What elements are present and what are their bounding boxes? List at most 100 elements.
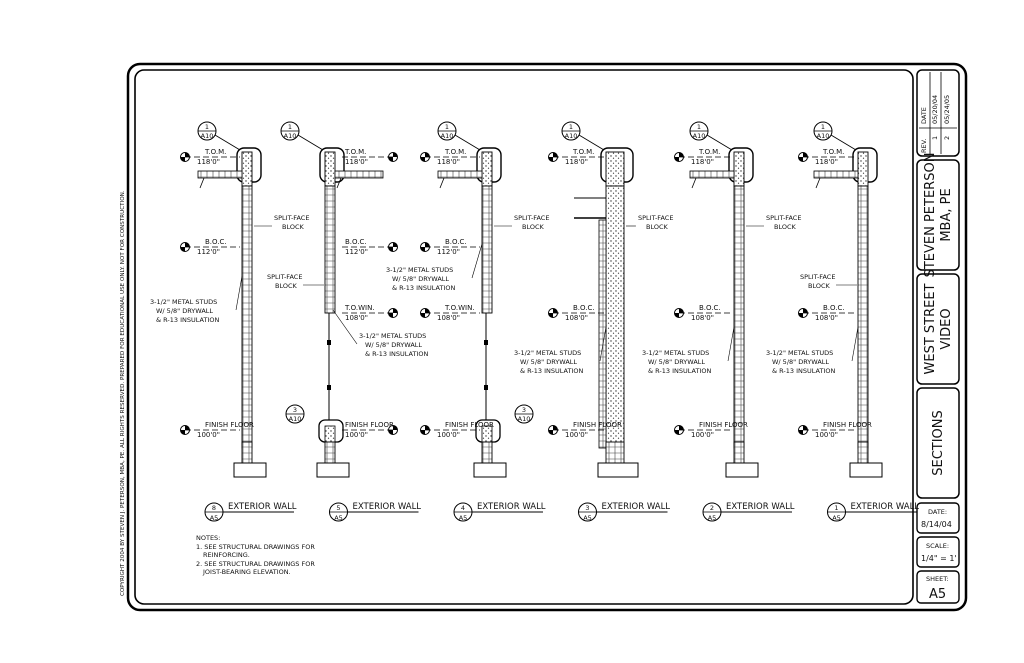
rev-2: 2 [943,136,951,140]
detail-bubble-top-sheet: A10 [441,132,454,140]
sheet-box [916,570,960,604]
bottom-of-canopy-label: B.O.C. [699,304,721,312]
joist-hanger [439,177,445,189]
detail-bubble-top-sheet: A10 [284,132,297,140]
metal-studs-note-3: & R-13 INSULATION [392,284,455,292]
designer-credentials: MBA, PE [939,188,954,241]
bottom-of-canopy-label: B.O.C. [573,304,595,312]
bottom-of-canopy-label: B.O.C. [345,238,367,246]
window-frame [327,340,331,345]
roof-joist [197,170,243,179]
masonry-wall [241,185,253,449]
bottom-of-canopy-label: B.O.C. [205,238,227,246]
sheet-title-box [916,387,960,499]
sheet-caption: SHEET: [926,575,949,583]
stud-furring [598,219,607,449]
note-2b: JOIST-BEARING ELEVATION. [202,568,291,576]
bubble-leader [706,134,733,151]
bottom-of-canopy-value: 112'0" [345,248,368,256]
split-face-note: SPLIT-FACE [800,273,835,281]
rev-2-date: 05/24/05 [943,95,951,124]
section-tag-num: 2 [710,504,714,512]
section-title: EXTERIOR WALL [228,502,297,512]
foundation-stem [857,441,869,464]
date-box [916,502,960,534]
bubble-leader [297,134,324,151]
top-of-masonry-label: T.O.M. [444,148,466,156]
scale-box [916,536,960,568]
split-face-note-2: BLOCK [275,282,298,290]
section-tag-num: 1 [834,504,838,512]
detail-bubble-bottom-num: 3 [522,406,526,414]
split-face-note-2: BLOCK [282,223,305,231]
metal-studs-note-2: W/ 5/8" DRYWALL [365,341,422,349]
finish-floor-label: FINISH FLOOR [345,421,394,429]
split-face-note: SPLIT-FACE [514,214,549,222]
designer-box [916,159,960,271]
masonry-wall [324,185,336,314]
title-block: REV. DATE 1 05/20/04 2 05/24/05 STEVEN P… [916,69,960,604]
footing [316,462,350,478]
bond-beam [241,151,253,187]
detail-bubble-top-sheet: A10 [693,132,706,140]
top-of-masonry-label: T.O.M. [698,148,720,156]
section-tag-sheet: A5 [210,514,219,522]
metal-studs-leader [851,326,859,362]
bottom-of-canopy-label: B.O.C. [823,304,845,312]
rev-label: REV. [920,139,928,153]
finish-floor-value: 100'0" [691,431,714,439]
finish-floor-value: 100'0" [815,431,838,439]
project-name: WEST STREET [923,283,938,374]
finish-floor-label: FINISH FLOOR [823,421,872,429]
bubble-leader [578,134,605,151]
scale-caption: SCALE: [926,542,949,550]
metal-studs-leader [471,243,483,279]
bond-beam [733,151,745,187]
bottom-of-canopy-value: 112'0" [437,248,460,256]
masonry-wall [857,185,869,449]
section-title: EXTERIOR WALL [726,502,795,512]
bond-beam [857,151,869,187]
footing [725,462,759,478]
bottom-of-canopy-value: 112'0" [197,248,220,256]
wall-section-2: 1A103A10T.O.M.118'0"B.O.C.112'0"T.O.WIN.… [267,121,428,522]
finish-floor-value: 100'0" [565,431,588,439]
date-value: 8/14/04 [921,520,952,529]
scale-value: 1/4" = 1' [921,554,957,563]
metal-studs-note-2: W/ 5/8" DRYWALL [520,358,577,366]
masonry-wall [605,185,625,449]
bottom-of-canopy-value: 108'0" [815,314,838,322]
finish-floor-label: FINISH FLOOR [445,421,494,429]
top-of-masonry-value: 118'0" [565,158,588,166]
top-of-window-value: 108'0" [437,314,460,322]
top-of-window-label: T.O.WIN. [344,304,375,312]
foundation-stem [481,441,493,464]
notes-heading: NOTES: [196,534,220,542]
foundation-stem [733,441,745,464]
metal-studs-leader [235,275,243,311]
detail-bubble-top-num: 1 [288,123,292,131]
section-title: EXTERIOR WALL [477,502,546,512]
bubble-leader [214,134,241,151]
detail-bubble-bottom-sheet: A10 [289,415,302,423]
revision-box [916,69,960,157]
designer-name: STEVEN PETERSON [923,153,938,278]
window-frame [484,385,488,390]
window-frame [327,385,331,390]
top-of-masonry-value: 118'0" [815,158,838,166]
detail-bubble-top-num: 1 [205,123,209,131]
top-of-masonry-label: T.O.M. [204,148,226,156]
metal-studs-leader [599,326,607,362]
joist-hanger [199,177,205,189]
section-tag-sheet: A5 [583,514,592,522]
roof-joist [334,170,384,179]
bond-beam [605,151,625,187]
footing [473,462,507,478]
foundation-stem [241,441,253,464]
detail-bubble-top-sheet: A10 [817,132,830,140]
metal-studs-note-3: & R-13 INSULATION [648,367,711,375]
